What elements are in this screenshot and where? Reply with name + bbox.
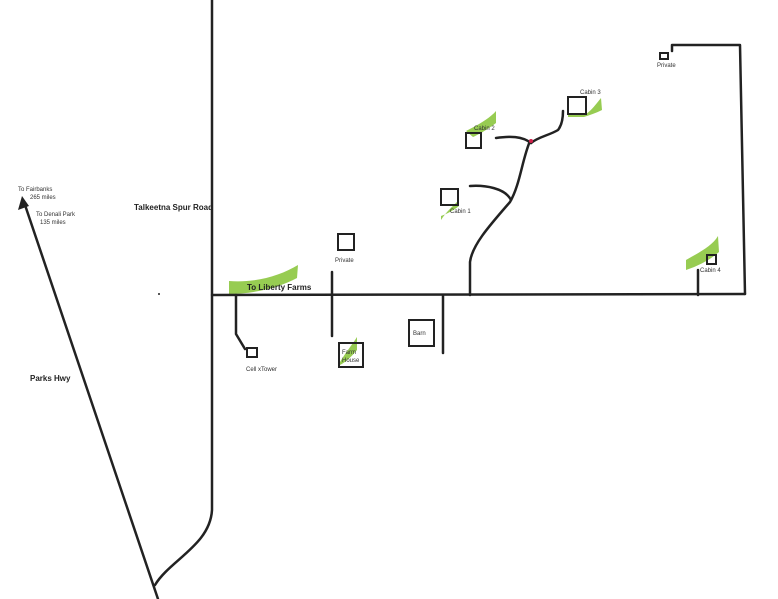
barn-label: Barn [413, 331, 426, 337]
cabin3-building [567, 96, 587, 115]
farm-house-building [338, 342, 364, 368]
cabin4-building [706, 254, 717, 265]
junction-marker-icon [529, 139, 533, 143]
cabin3-highlight [568, 98, 602, 117]
cabin1-building [440, 188, 459, 206]
cabin1-road [468, 184, 513, 202]
fairbanks-arrow-icon [18, 196, 29, 210]
talkeetna-spur-road [153, 0, 214, 587]
cabin2-building [465, 132, 482, 149]
talkeetna-road-label: Talkeetna Spur Road [134, 203, 213, 212]
private-mid-building [337, 233, 355, 251]
cabin2-highlight [466, 111, 496, 137]
parks-hwy [22, 200, 160, 599]
barn-building [408, 319, 435, 347]
cabin2-road [494, 135, 533, 145]
private-top-building [659, 52, 669, 60]
cell-tower-building [246, 347, 258, 358]
fairbanks-label: To Fairbanks [18, 187, 52, 193]
cabin4-highlight [686, 236, 719, 270]
parks-hwy-label: Parks Hwy [30, 374, 71, 383]
denali-distance: 135 miles [40, 220, 66, 226]
cell-tower-label: Cell xTower [246, 367, 277, 373]
cabin-road [468, 139, 532, 297]
denali-label: To Denali Park [36, 212, 76, 218]
east-road [670, 43, 747, 296]
main-road [210, 292, 747, 297]
cabin1-label: Cabin 1 [450, 209, 471, 215]
liberty-farms-label: To Liberty Farms [247, 283, 312, 292]
stray-dot [158, 293, 160, 295]
cabin4-label: Cabin 4 [700, 268, 721, 274]
cell-tower-road [234, 293, 247, 351]
liberty-farms-highlight [229, 265, 298, 294]
private-top-label: Private [657, 63, 676, 69]
farm-house-label-line1: Farm [342, 350, 356, 356]
farm-house-label-line2: House [342, 358, 360, 364]
fairbanks-distance: 265 miles [30, 195, 56, 201]
cabin3-road [529, 109, 565, 145]
cabin2-label: Cabin 2 [474, 126, 495, 132]
cabin3-label: Cabin 3 [580, 90, 601, 96]
private-mid-label: Private [335, 258, 354, 264]
